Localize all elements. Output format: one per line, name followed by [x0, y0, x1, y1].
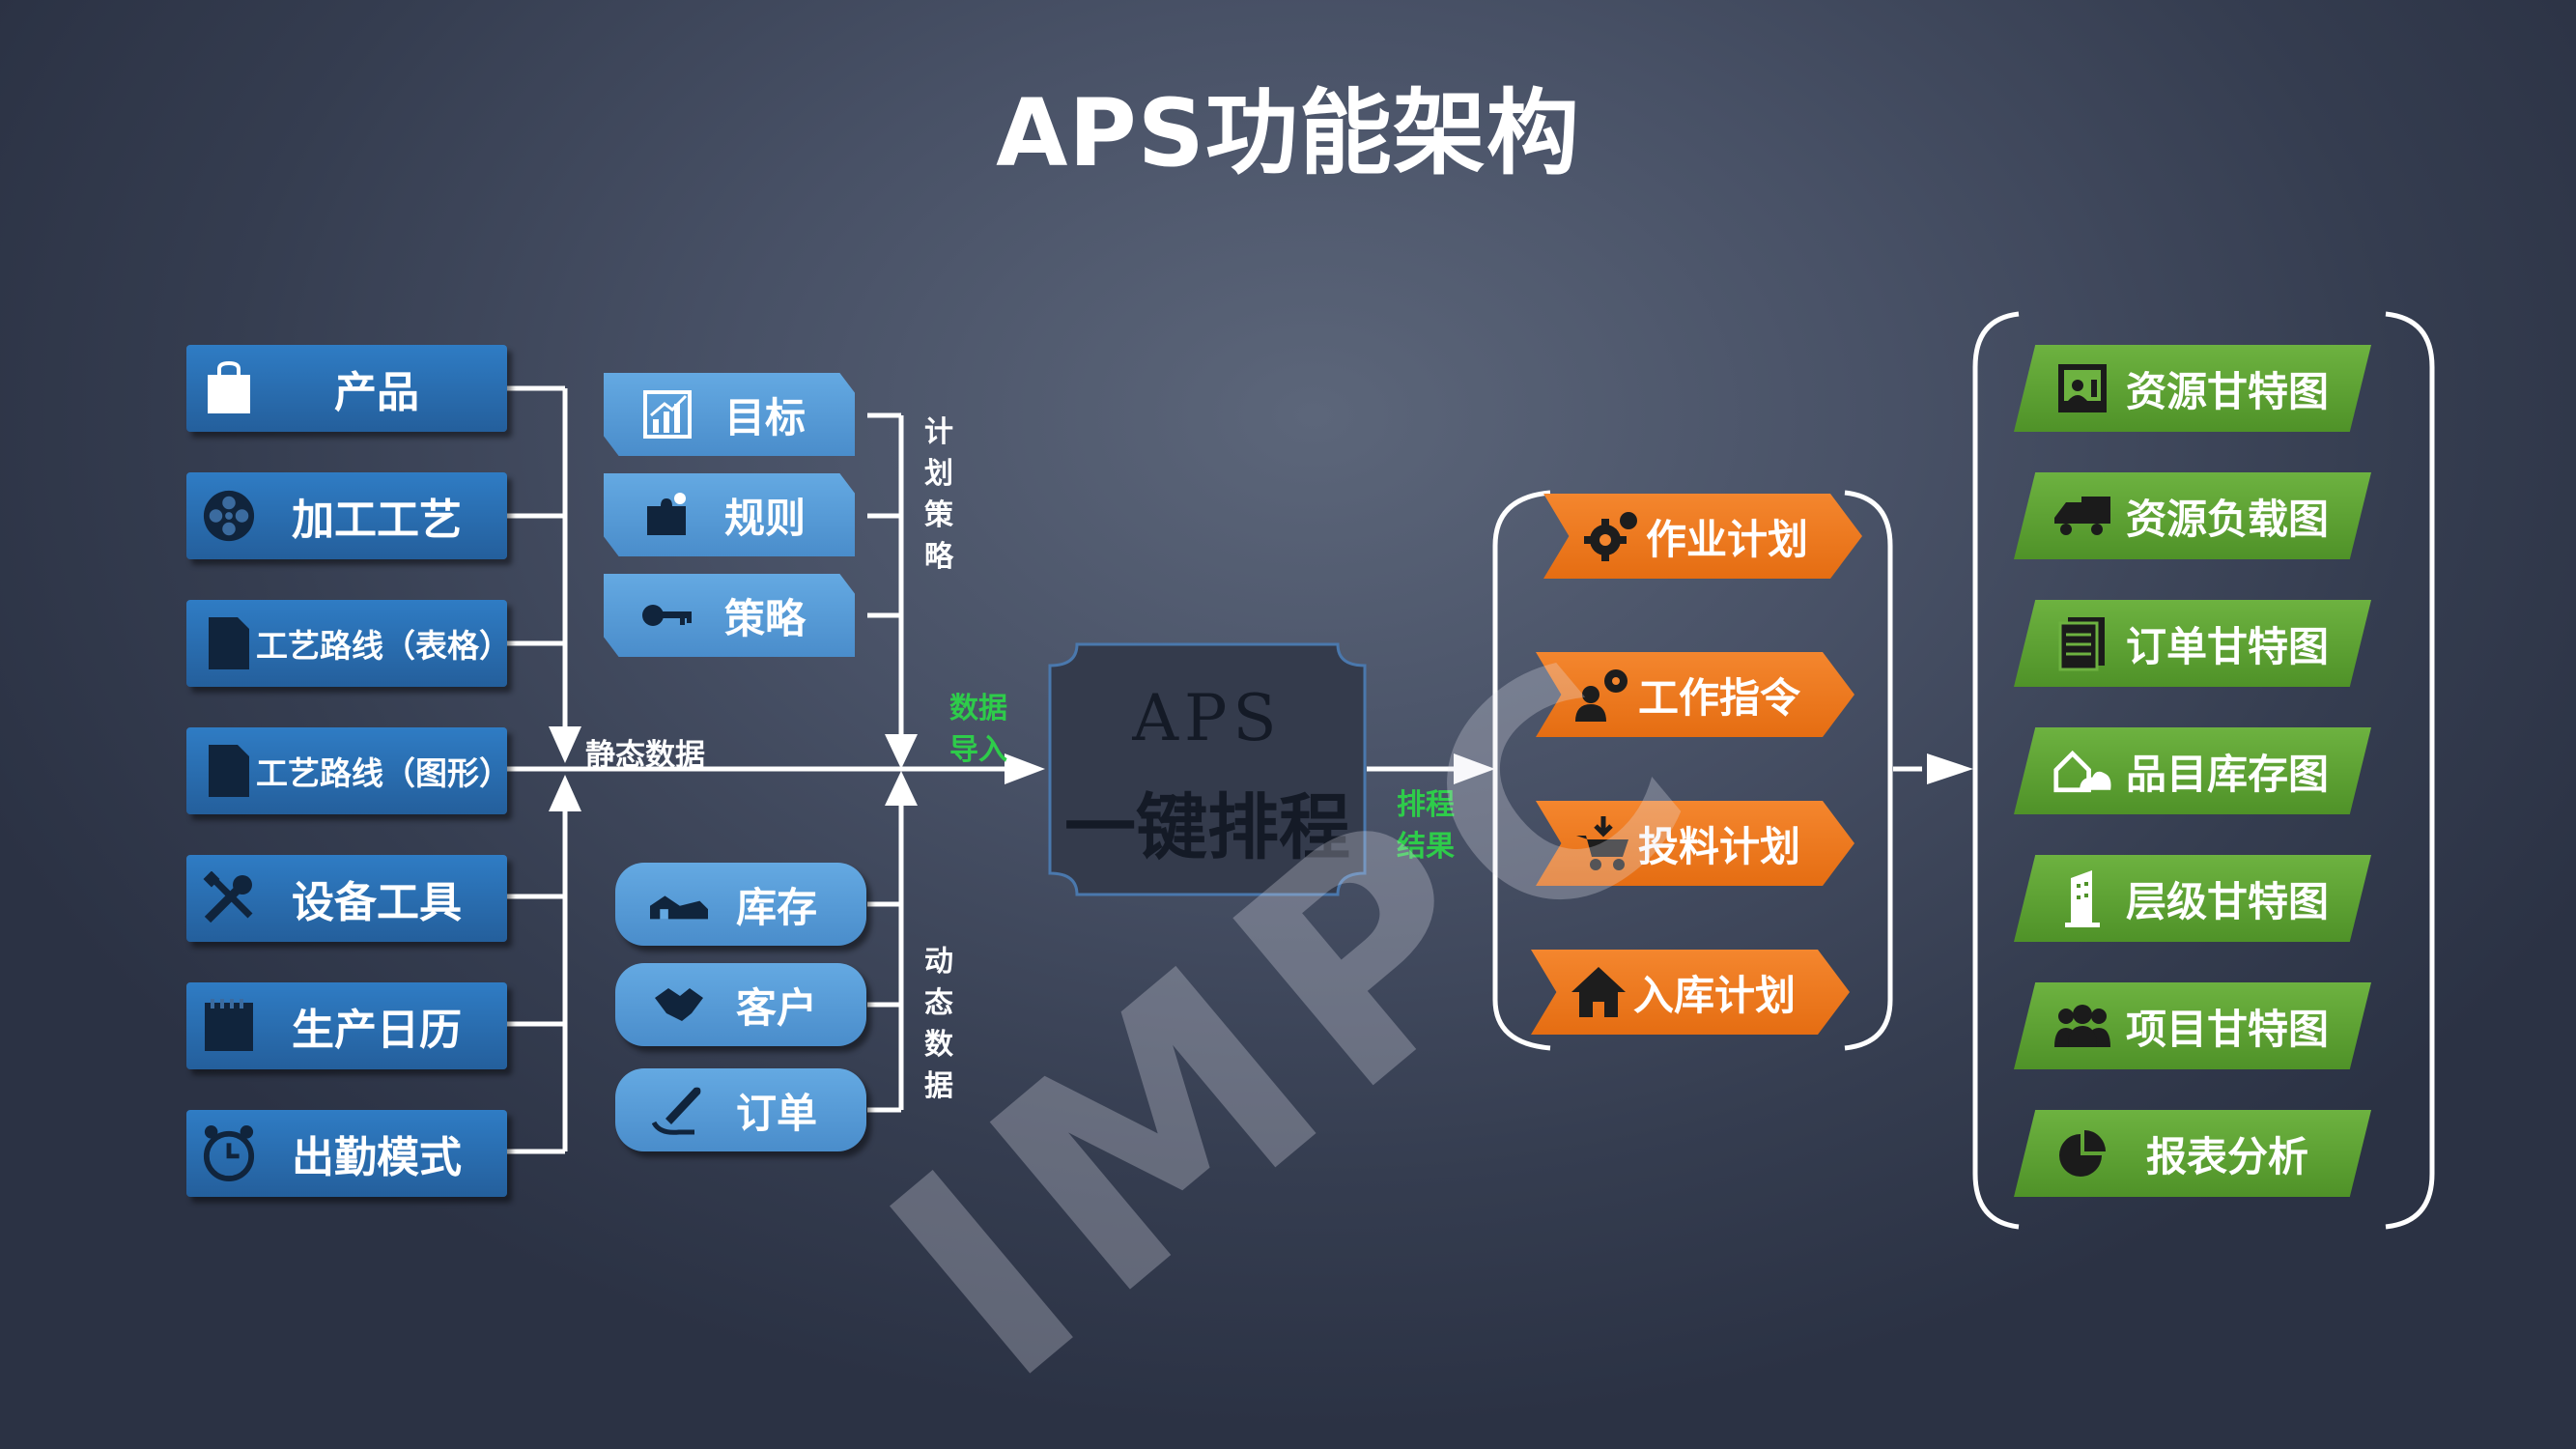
chart-icon [638, 385, 696, 443]
input-route-table[interactable]: 工艺路线（表格） [186, 600, 511, 687]
shopping-bag-icon [202, 361, 256, 415]
puzzle-icon [638, 486, 696, 544]
input-calendar-label: 生产日历 [292, 1006, 462, 1055]
handshake-icon [650, 976, 708, 1034]
input-product[interactable]: 产品 [186, 345, 507, 432]
output-resource-load-label: 资源负载图 [2125, 495, 2329, 543]
tools-icon [202, 871, 256, 925]
document-icon [202, 616, 256, 670]
team-icon [2052, 996, 2112, 1056]
house-cloud-icon [2052, 741, 2112, 801]
schedule-result-label: 排程结果 [1397, 788, 1455, 864]
alarm-clock-icon [202, 1125, 256, 1181]
page-title: APS功能架构 [996, 79, 1580, 187]
output-item-inventory[interactable]: 品目库存图 [2014, 727, 2371, 814]
static-data-label: 静态数据 [585, 738, 705, 773]
input-route-graph-label: 工艺路线（图形） [256, 754, 511, 792]
warehouse-icon [650, 875, 708, 933]
document-icon [202, 744, 256, 798]
input-attendance-label: 出勤模式 [292, 1133, 462, 1182]
aps-core-frame [1048, 642, 1367, 896]
output-report-analysis-label: 报表分析 [2145, 1132, 2308, 1180]
calendar-icon [202, 999, 256, 1053]
gear-icon [1580, 505, 1642, 567]
building-icon [2052, 868, 2112, 928]
aps-core-title: APS [1132, 681, 1283, 755]
output-order-gantt-label: 订单甘特图 [2125, 622, 2329, 670]
strategy-rule-label: 规则 [723, 494, 806, 542]
dynamic-customer-label: 客户 [735, 983, 817, 1032]
input-route-table-label: 工艺路线（表格） [256, 627, 511, 665]
plan-warehousing[interactable]: 入库计划 [1531, 950, 1850, 1035]
input-process[interactable]: 加工工艺 [186, 472, 507, 559]
input-process-label: 加工工艺 [292, 496, 462, 545]
strategy-target[interactable]: 目标 [604, 373, 855, 456]
key-icon [638, 586, 696, 644]
presenter-icon [2052, 358, 2112, 418]
aps-core-subtitle: 一键排程 [1064, 786, 1350, 869]
document-list-icon [2052, 613, 2112, 673]
dynamic-customer[interactable]: 客户 [615, 963, 866, 1046]
plan-strategy-label: 计划策略 [924, 415, 953, 574]
output-item-inventory-label: 品目库存图 [2125, 750, 2329, 798]
plan-work-order[interactable]: 工作指令 [1536, 652, 1854, 737]
dynamic-inventory-label: 库存 [735, 883, 817, 931]
pie-chart-icon [2052, 1123, 2112, 1183]
output-resource-load[interactable]: 资源负载图 [2014, 472, 2371, 559]
plan-job[interactable]: 作业计划 [1543, 494, 1862, 579]
output-level-gantt[interactable]: 层级甘特图 [2014, 855, 2371, 942]
plan-material-label: 投料计划 [1638, 822, 1801, 870]
input-product-label: 产品 [334, 368, 419, 417]
strategy-rule[interactable]: 规则 [604, 473, 855, 556]
strategy-strategy[interactable]: 策略 [604, 574, 855, 657]
plan-material[interactable]: 投料计划 [1536, 801, 1854, 886]
plan-job-label: 作业计划 [1646, 515, 1809, 563]
input-route-graph[interactable]: 工艺路线（图形） [186, 727, 511, 814]
output-project-gantt[interactable]: 项目甘特图 [2014, 982, 2371, 1069]
dynamic-data-label: 动态数据 [924, 945, 953, 1103]
cart-icon [1572, 812, 1634, 874]
film-reel-icon [202, 489, 256, 543]
output-order-gantt[interactable]: 订单甘特图 [2014, 600, 2371, 687]
output-project-gantt-label: 项目甘特图 [2125, 1005, 2329, 1053]
input-equipment-label: 设备工具 [292, 878, 462, 927]
plan-warehousing-label: 入库计划 [1633, 971, 1797, 1019]
strategy-target-label: 目标 [723, 393, 806, 441]
dynamic-order[interactable]: 订单 [615, 1068, 866, 1151]
data-import-label: 数据导入 [949, 692, 1007, 767]
aps-core[interactable]: APS 一键排程 [1048, 642, 1367, 896]
input-equipment[interactable]: 设备工具 [186, 855, 507, 942]
truck-icon [2052, 486, 2112, 546]
output-resource-gantt[interactable]: 资源甘特图 [2014, 345, 2371, 432]
output-resource-gantt-label: 资源甘特图 [2125, 367, 2329, 415]
output-level-gantt-label: 层级甘特图 [2125, 877, 2329, 925]
input-calendar[interactable]: 生产日历 [186, 982, 507, 1069]
pen-icon [650, 1081, 708, 1139]
house-icon [1568, 961, 1629, 1023]
strategy-strategy-label: 策略 [723, 594, 806, 642]
input-attendance[interactable]: 出勤模式 [186, 1110, 507, 1197]
output-report-analysis[interactable]: 报表分析 [2014, 1110, 2371, 1197]
worker-gear-icon [1572, 664, 1634, 725]
plan-work-order-label: 工作指令 [1638, 673, 1801, 722]
dynamic-order-label: 订单 [735, 1089, 817, 1137]
dynamic-inventory[interactable]: 库存 [615, 863, 866, 946]
